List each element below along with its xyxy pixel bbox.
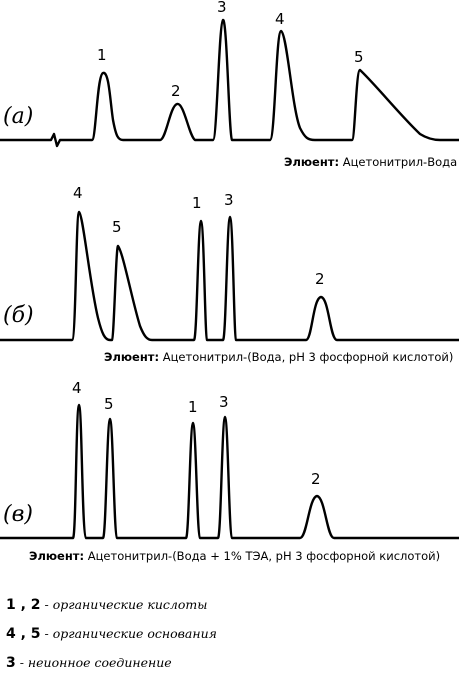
legend-item-bases: 4 , 5 - органические основания bbox=[6, 626, 217, 642]
legend-text: - неионное соединение bbox=[15, 655, 172, 670]
peak-label: 1 bbox=[188, 398, 198, 416]
peak-label: 5 bbox=[354, 48, 364, 66]
trace-a bbox=[0, 18, 459, 148]
eluent-bold: Элюент: bbox=[29, 549, 85, 563]
legend-item-acids: 1 , 2 - органические кислоты bbox=[6, 597, 207, 613]
peak-label: 4 bbox=[275, 10, 285, 28]
peak-label: 2 bbox=[171, 82, 181, 100]
panel-label-a: (а) bbox=[3, 104, 33, 129]
panel-label-c: (в) bbox=[3, 502, 33, 527]
peak-label: 1 bbox=[192, 194, 202, 212]
chromatogram-b: 4 5 1 3 2 (б) bbox=[0, 184, 459, 342]
chromatogram-c: 4 5 1 3 2 (в) bbox=[0, 379, 459, 540]
eluent-bold: Элюент: bbox=[104, 350, 160, 364]
peak-label: 3 bbox=[217, 0, 227, 16]
legend-numbers: 3 bbox=[6, 655, 16, 671]
panel-label-b: (б) bbox=[3, 303, 34, 328]
peak-label: 3 bbox=[224, 191, 234, 209]
peak-label: 4 bbox=[72, 379, 82, 397]
legend-text: - органические основания bbox=[40, 626, 217, 641]
trace-c bbox=[0, 403, 459, 540]
legend-numbers: 4 , 5 bbox=[6, 626, 41, 642]
eluent-caption-c: Элюент: Ацетонитрил-(Вода + 1% ТЭА, рН 3… bbox=[29, 549, 440, 563]
peak-label: 5 bbox=[104, 395, 114, 413]
legend-item-nonionic: 3 - неионное соединение bbox=[6, 655, 172, 671]
peak-label: 4 bbox=[73, 184, 83, 202]
peak-label: 1 bbox=[97, 46, 107, 64]
peak-label: 3 bbox=[219, 393, 229, 411]
chromatogram-a: 1 2 3 4 5 (а) bbox=[0, 0, 459, 148]
peak-label: 2 bbox=[311, 470, 321, 488]
legend-text: - органические кислоты bbox=[40, 597, 208, 612]
eluent-text: Ацетонитрил-(Вода + 1% ТЭА, рН 3 фосфорн… bbox=[87, 549, 441, 563]
peak-label: 2 bbox=[315, 270, 325, 288]
eluent-bold: Элюент: bbox=[284, 155, 340, 169]
peak-label: 5 bbox=[112, 218, 122, 236]
eluent-text: Ацетонитрил-(Вода, рН 3 фосфорной кислот… bbox=[162, 350, 454, 364]
eluent-text: Ацетонитрил-Вода bbox=[342, 155, 458, 169]
trace-b bbox=[0, 210, 459, 342]
eluent-caption-b: Элюент: Ацетонитрил-(Вода, рН 3 фосфорно… bbox=[104, 350, 453, 364]
eluent-caption-a: Элюент: Ацетонитрил-Вода bbox=[284, 155, 457, 169]
legend-numbers: 1 , 2 bbox=[6, 597, 41, 613]
